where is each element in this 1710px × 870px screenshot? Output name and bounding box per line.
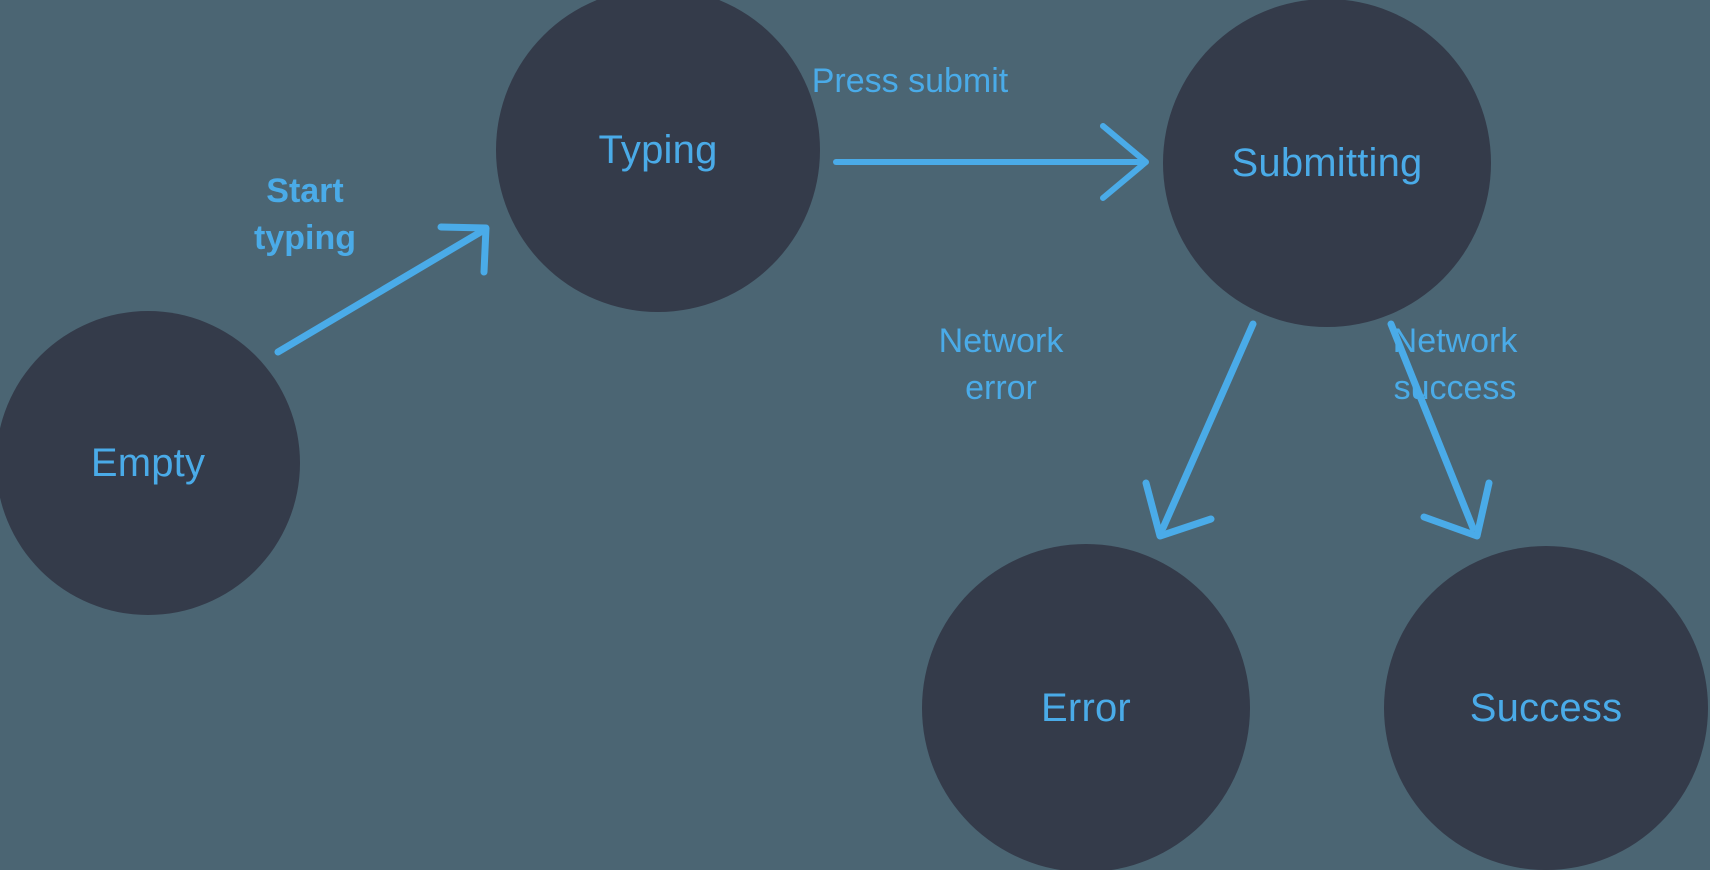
state-node-empty[interactable]: Empty <box>0 311 300 615</box>
edge-label-network-error: Network error <box>938 322 1064 407</box>
state-node-submitting[interactable]: Submitting <box>1163 0 1491 327</box>
state-node-label-error: Error <box>1041 686 1131 730</box>
edge-typing-to-submitting <box>833 123 1149 201</box>
state-node-label-submitting: Submitting <box>1231 141 1423 185</box>
edge-submitting-to-error <box>1142 320 1257 540</box>
edge-label-network-success: Network success <box>1392 322 1518 407</box>
state-node-success[interactable]: Success <box>1384 546 1708 870</box>
edge-label-press-submit: Press submit <box>811 62 1009 100</box>
state-node-label-typing: Typing <box>598 128 718 172</box>
state-node-label-empty: Empty <box>90 441 206 485</box>
state-node-typing[interactable]: Typing <box>496 0 820 312</box>
state-node-error[interactable]: Error <box>922 544 1250 870</box>
edge-label-start-typing: Start typing <box>254 172 356 257</box>
state-node-label-success: Success <box>1469 686 1623 730</box>
